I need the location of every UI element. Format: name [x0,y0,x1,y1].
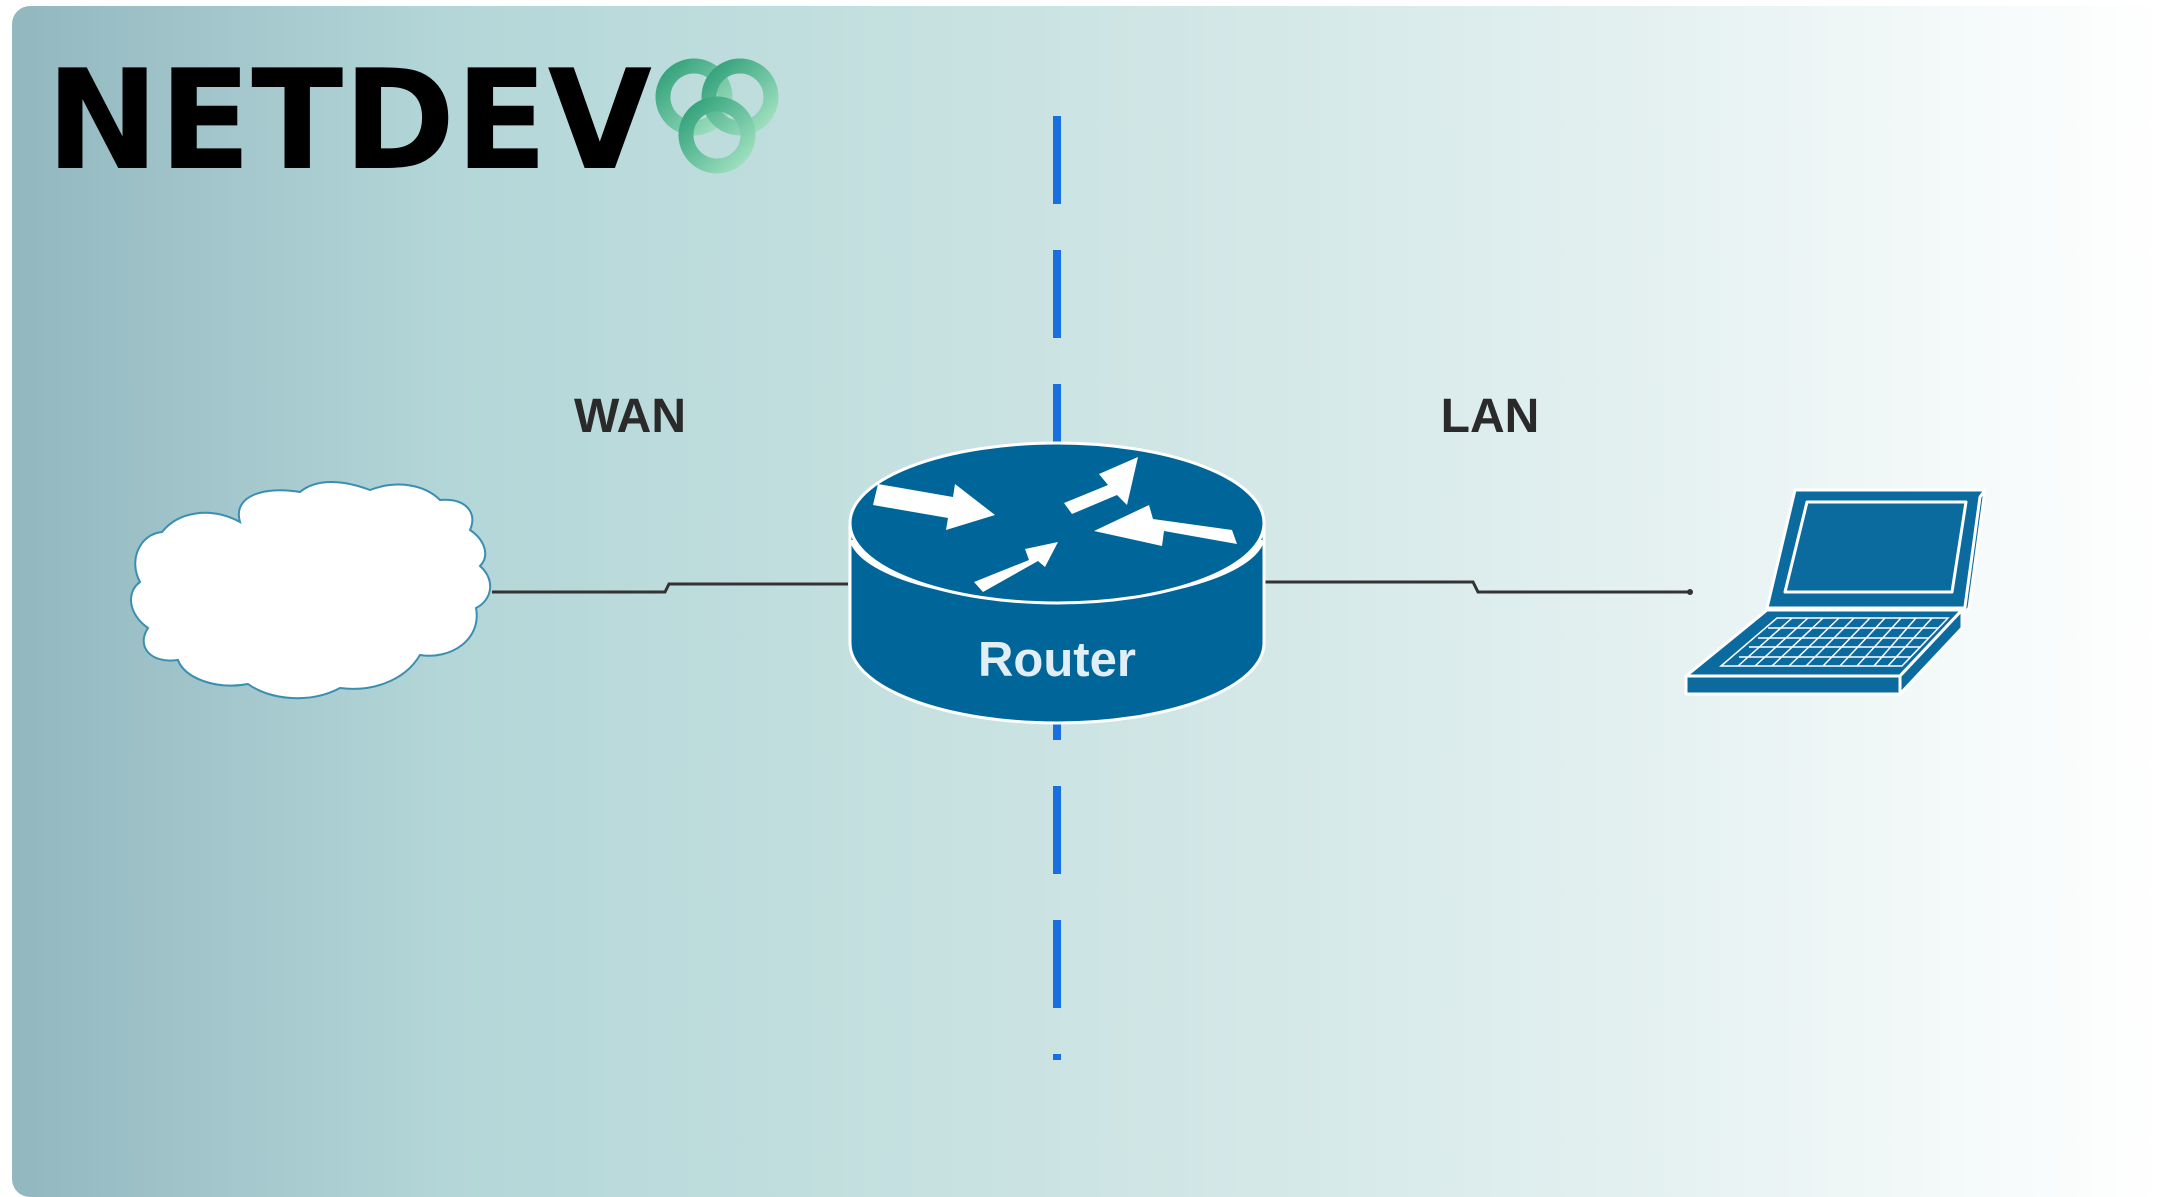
lan-link [1265,580,1690,594]
cloud-icon [130,481,491,700]
lan-link-endpoint [1687,589,1693,595]
laptop-keyboard [1718,617,1950,667]
lan-label: LAN [1441,390,1540,443]
logo-text: NETDEV [46,40,652,201]
router-label: Router [978,633,1136,687]
wan-label: WAN [574,390,686,443]
router-icon: Router [848,441,1266,725]
logo: NETDEV [46,40,779,201]
interlocking-rings-icon [655,58,779,174]
wan-link [492,582,848,594]
